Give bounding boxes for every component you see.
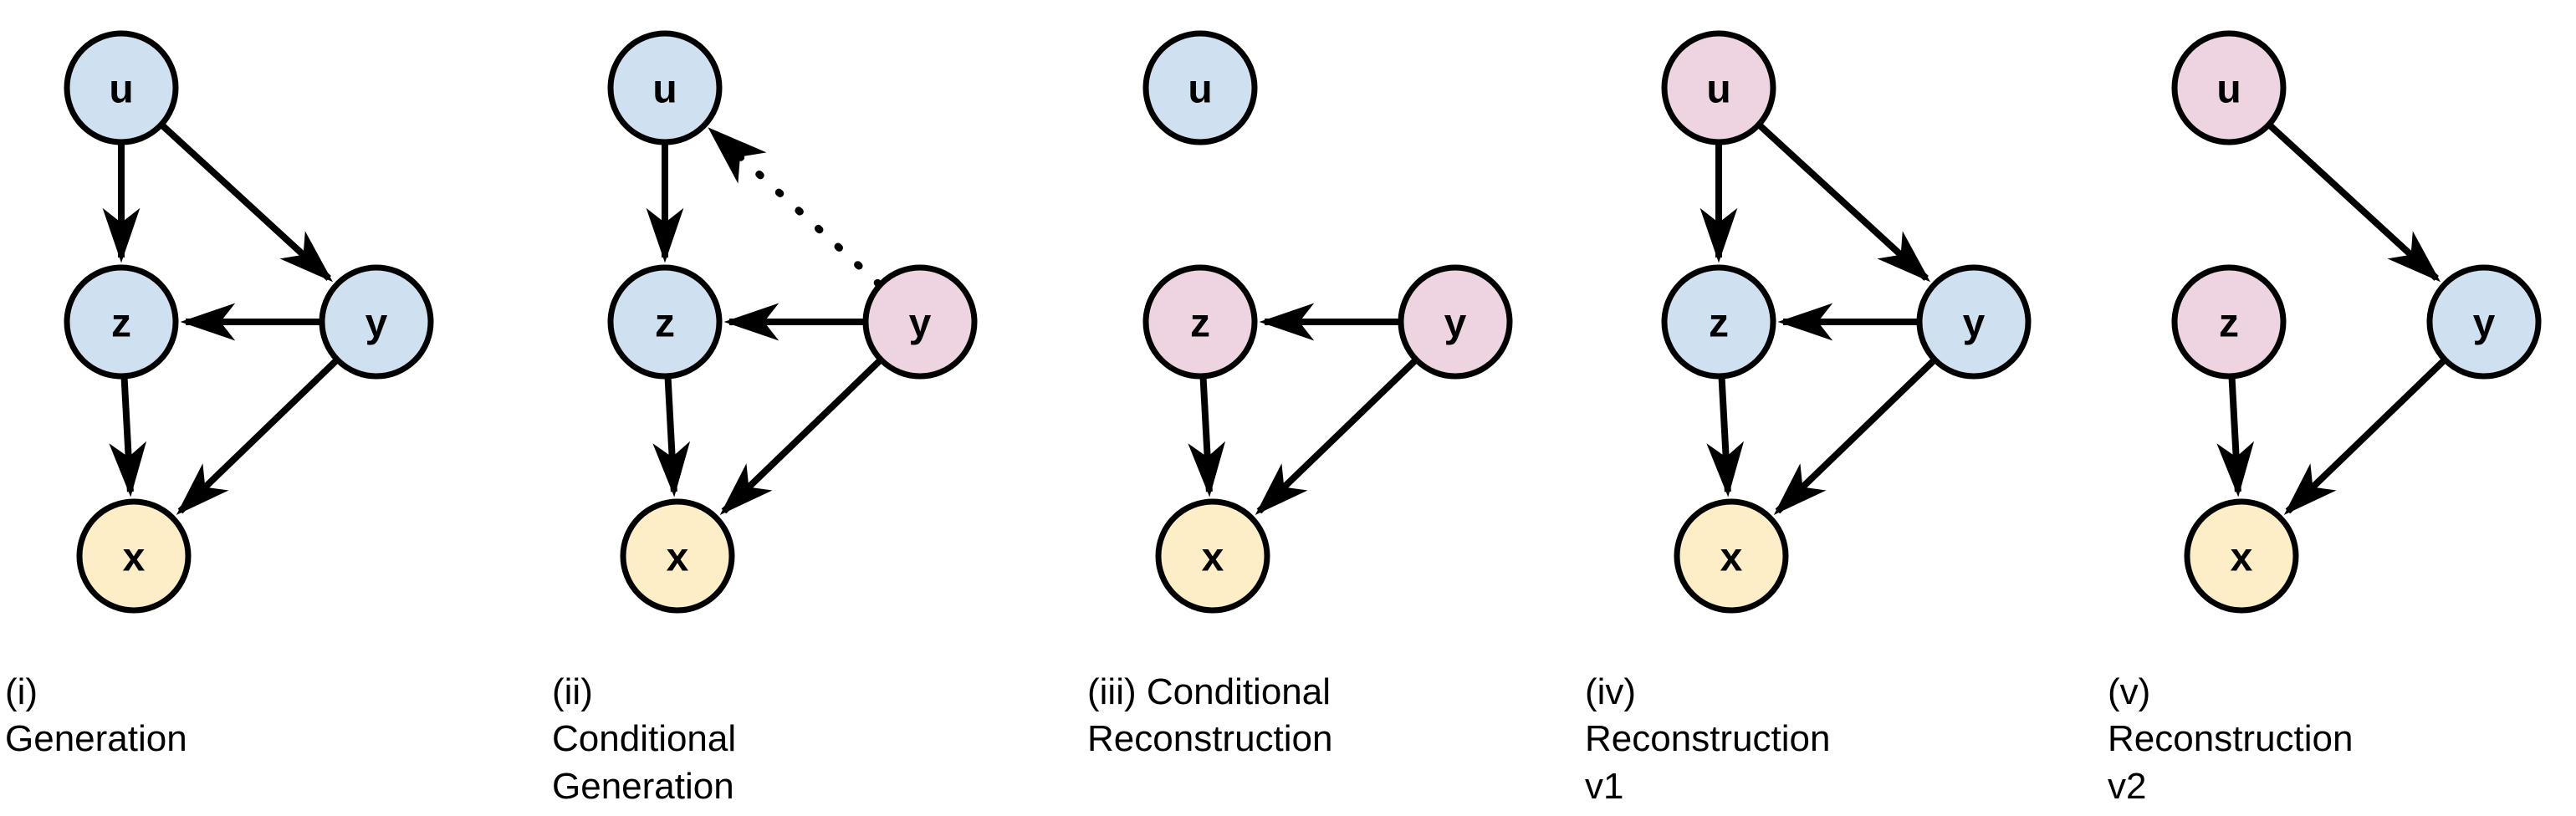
node-x-label: x: [2231, 536, 2253, 580]
node-x[interactable]: x: [1155, 498, 1270, 614]
node-u-label: u: [2216, 68, 2241, 112]
node-y[interactable]: y: [1916, 264, 2032, 380]
node-z-label: z: [1709, 302, 1729, 346]
node-u-label: u: [652, 68, 677, 112]
node-z-circle: [1661, 264, 1776, 380]
edge-z-to-x: [2216, 377, 2255, 497]
node-u-circle: [1142, 30, 1258, 145]
node-y[interactable]: y: [2426, 264, 2542, 380]
graph-panel-iv: u z y x: [1661, 30, 2032, 614]
node-u[interactable]: u: [64, 30, 179, 145]
edge-layer: [646, 127, 883, 515]
node-x-circle: [1155, 498, 1270, 614]
node-u-label: u: [1188, 68, 1212, 112]
edge-y-to-u-dotted: [708, 127, 883, 288]
edge-u-to-y: [160, 123, 333, 283]
caption-panel-ii: (ii) Conditional Generation: [552, 671, 737, 807]
node-x-circle: [2184, 498, 2299, 614]
node-u-circle: [607, 30, 723, 145]
node-z[interactable]: z: [1661, 264, 1776, 380]
node-x-label: x: [1720, 536, 1743, 580]
edge-z-to-x: [1706, 377, 1745, 497]
node-z[interactable]: z: [2171, 264, 2287, 380]
node-x-label: x: [1202, 536, 1224, 580]
node-y-circle: [862, 264, 978, 380]
node-u[interactable]: u: [2171, 30, 2287, 145]
edge-u-to-y: [1757, 123, 1930, 283]
edge-layer: [102, 123, 339, 515]
node-y-circle: [1398, 264, 1513, 380]
node-u[interactable]: u: [607, 30, 723, 145]
node-z-circle: [2171, 264, 2287, 380]
node-y-label: y: [2473, 302, 2496, 346]
node-x-label: x: [667, 536, 689, 580]
node-x-circle: [620, 498, 735, 614]
node-u-label: u: [1706, 68, 1730, 112]
node-x[interactable]: x: [620, 498, 735, 614]
node-z-label: z: [2219, 302, 2239, 346]
node-y[interactable]: y: [1398, 264, 1513, 380]
node-x[interactable]: x: [1674, 498, 1789, 614]
node-y-circle: [2426, 264, 2542, 380]
node-u-circle: [2171, 30, 2287, 145]
node-z-circle: [1142, 264, 1258, 380]
node-x[interactable]: x: [2184, 498, 2299, 614]
node-y[interactable]: y: [319, 264, 434, 380]
node-u-label: u: [109, 68, 133, 112]
caption-panel-v: (v) Reconstruction v2: [2108, 671, 2354, 807]
edge-y-to-x: [176, 358, 339, 515]
graph-panel-iii: u z y x: [1142, 30, 1513, 614]
edge-u-to-y: [2267, 123, 2441, 283]
node-x-label: x: [123, 536, 146, 580]
edge-y-to-x: [2283, 358, 2446, 515]
node-y-circle: [1916, 264, 2032, 380]
edge-y-to-x: [1773, 358, 1936, 515]
node-u-circle: [1661, 30, 1776, 145]
node-z[interactable]: z: [1142, 264, 1258, 380]
edge-y-to-x: [1255, 358, 1418, 515]
node-y-circle: [319, 264, 434, 380]
node-z-label: z: [111, 302, 131, 346]
node-y[interactable]: y: [862, 264, 978, 380]
caption-panel-iv: (iv) Reconstruction v1: [1585, 671, 1831, 807]
graph-panel-ii: u z y x: [607, 30, 978, 614]
edge-y-to-x: [719, 358, 882, 515]
node-u[interactable]: u: [1142, 30, 1258, 145]
node-z-circle: [64, 264, 179, 380]
node-y-label: y: [1444, 302, 1467, 346]
caption-panel-iii: (iii) Conditional Reconstruction: [1087, 671, 1333, 760]
edge-z-to-x: [1188, 377, 1226, 497]
edge-z-to-x: [109, 377, 147, 497]
graph-panel-i: u z y x: [64, 30, 434, 614]
node-y-label: y: [365, 302, 388, 346]
node-z[interactable]: z: [64, 264, 179, 380]
node-x[interactable]: x: [76, 498, 192, 614]
node-y-label: y: [1963, 302, 1986, 346]
caption-panel-i: (i) Generation: [5, 671, 187, 760]
node-z[interactable]: z: [607, 264, 723, 380]
node-u-circle: [64, 30, 179, 145]
edge-layer: [2216, 123, 2446, 515]
edge-z-to-x: [652, 377, 691, 497]
node-y-label: y: [909, 302, 932, 346]
node-u[interactable]: u: [1661, 30, 1776, 145]
node-z-circle: [607, 264, 723, 380]
edge-layer: [1699, 123, 1936, 515]
node-z-label: z: [1190, 302, 1210, 346]
node-x-circle: [76, 498, 192, 614]
node-x-circle: [1674, 498, 1789, 614]
graph-panel-v: u z y x: [2171, 30, 2542, 614]
node-z-label: z: [655, 302, 675, 346]
edge-layer: [1188, 303, 1418, 515]
